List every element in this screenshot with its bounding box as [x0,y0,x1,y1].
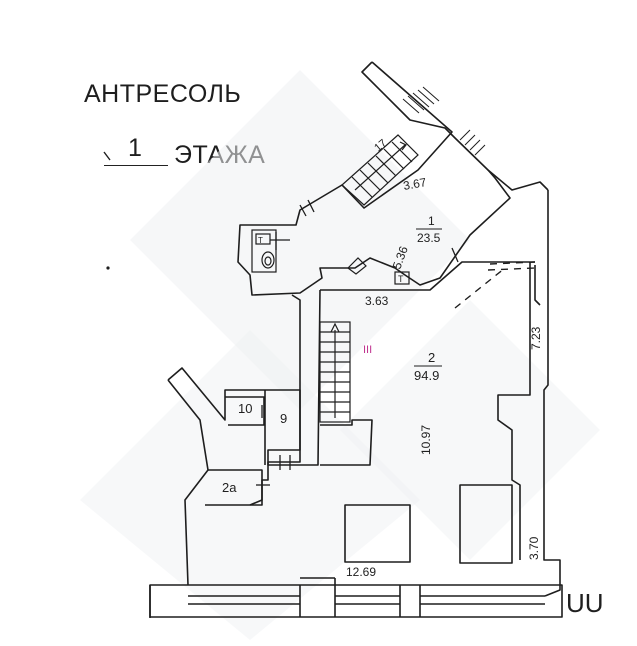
bathroom-fixtures [251,229,410,285]
toilet-symbol: Т [258,236,263,245]
room-1-number: 1 [428,214,435,228]
dim-12-69: 12.69 [346,565,376,579]
room-2a-number: 2а [222,480,237,495]
dashed-partitions [454,261,536,309]
niche-symbol: Т [398,274,404,284]
dim-10-97: 10.97 [419,425,433,455]
wall-right-steps [497,262,531,560]
dim-7-23: 7.23 [529,326,543,350]
column-right [459,484,513,564]
wall-main-right [543,190,561,597]
floor-number: 1 [128,134,143,162]
wall-room-10 [225,396,265,426]
room-9-number: 9 [280,411,287,426]
tick-mark [103,151,111,161]
room-1-area: 23.5 [417,231,441,245]
stair-main [319,321,351,423]
floor-number-underline [104,165,168,166]
hatched-walls [402,86,486,156]
section-label: III [363,344,372,356]
dim-3-70: 3.70 [527,536,541,560]
wall-main-top [320,261,535,291]
dim-3-63: 3.63 [365,294,389,308]
facade-bottom [149,584,563,618]
wall-room-2a [205,469,263,506]
wall-main-left [267,289,321,466]
room-10-number: 10 [238,401,252,416]
dim-3-67: 3.67 [402,175,428,193]
wall-left-diagonal [167,379,209,586]
dot-mark [106,266,110,270]
stair-upper [341,134,419,206]
room-2-area: 94.9 [414,368,439,383]
wall-room-1-top [361,61,549,191]
room-2-number: 2 [428,350,435,365]
plan-title: АНТРЕСОЛЬ [84,80,242,108]
watermark [80,70,600,640]
wall-stair-box [320,419,373,466]
column-left [344,504,411,563]
wall-main-inner-right [534,265,541,306]
watermark-text: UU [566,588,604,618]
